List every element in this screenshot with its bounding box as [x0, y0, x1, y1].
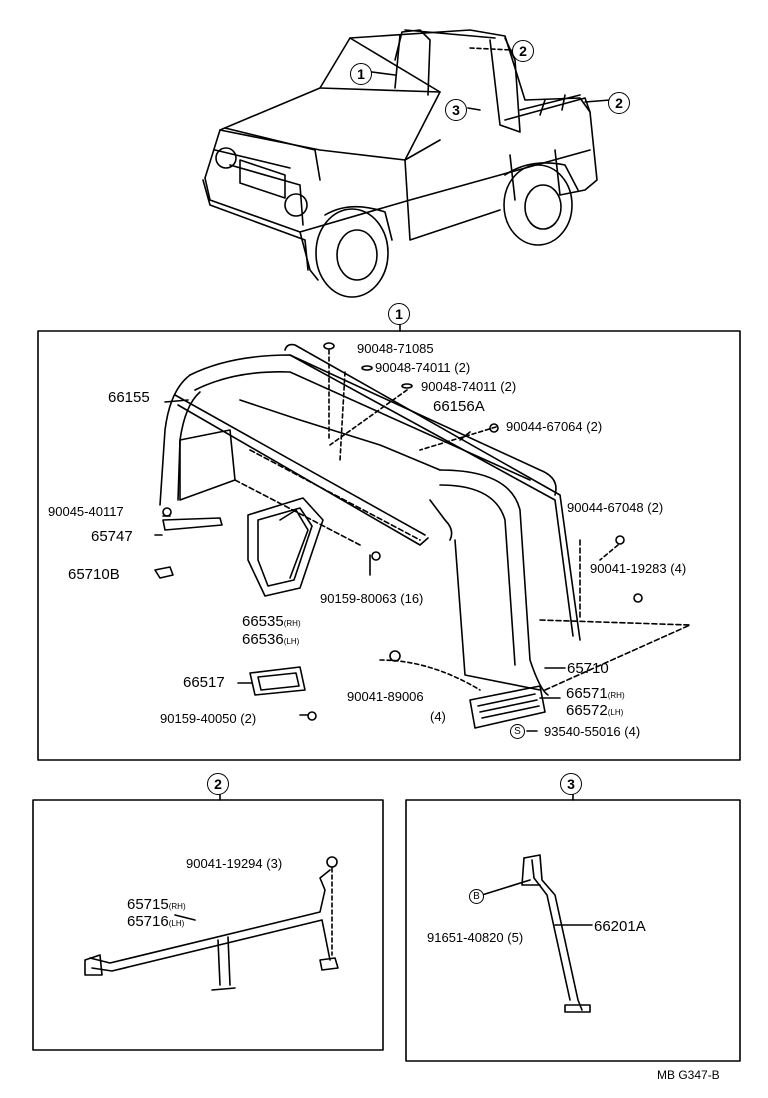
section1-frame [37, 330, 741, 761]
part-66517: 66517 [183, 674, 225, 691]
part-66571: 66571(RH) [566, 686, 625, 701]
rear-fender-panel [154, 343, 691, 732]
quantity: (3) [266, 856, 283, 871]
section2-callout: 2 [207, 773, 229, 795]
part-90048-74011-a: 90048-74011 (2) [375, 361, 470, 374]
quantity: (4) [624, 724, 641, 739]
part-91651-40820: 91651-40820 (5) [427, 931, 523, 944]
side-marker: (RH) [607, 691, 625, 700]
callout-3-vehicle: 3 [445, 99, 467, 121]
part-65710B: 65710B [68, 566, 120, 583]
side-marker: (LH) [168, 919, 185, 928]
side-rail-assembly [84, 856, 339, 991]
part-number: 66572 [566, 702, 608, 719]
part-66156A: 66156A [433, 398, 485, 415]
side-marker: (RH) [283, 619, 301, 628]
part-90041-19283: 90041-19283 (4) [590, 562, 686, 575]
part-number: 90159-40050 [160, 711, 237, 726]
quantity: (4) [670, 561, 687, 576]
section2-frame [32, 799, 384, 1051]
part-number: 66535 [242, 613, 284, 630]
part-65747: 65747 [91, 528, 133, 545]
diagram-code: MB G347-B [657, 1068, 720, 1082]
quantity: (2) [240, 711, 257, 726]
part-90048-74011-b: 90048-74011 (2) [421, 380, 516, 393]
part-65715: 65715(RH) [127, 897, 186, 912]
part-66201A: 66201A [594, 918, 646, 935]
part-number: 90159-80063 [320, 591, 397, 606]
quantity: (16) [400, 591, 424, 606]
part-66572: 66572(LH) [566, 703, 623, 718]
part-90045-40117: 90045-40117 [48, 504, 124, 519]
part-90048-71085: 90048-71085 [357, 341, 434, 356]
part-number: 90041-19294 [186, 856, 263, 871]
part-number: 66571 [566, 685, 608, 702]
vehicle-illustration [202, 29, 611, 298]
side-marker: (LH) [283, 637, 300, 646]
callout-b: B [469, 889, 484, 904]
callout-1-vehicle: 1 [350, 63, 372, 85]
quantity: (2) [454, 360, 471, 375]
part-number: 65716 [127, 913, 169, 930]
part-number: 66536 [242, 631, 284, 648]
part-65716: 65716(LH) [127, 914, 184, 929]
part-number: 90044-67048 [567, 500, 644, 515]
quantity: (2) [586, 419, 603, 434]
part-90041-89006: 90041-89006 [347, 689, 424, 704]
quantity: (2) [647, 500, 664, 515]
part-90159-40050: 90159-40050 (2) [160, 712, 256, 725]
part-90044-67064: 90044-67064 (2) [506, 420, 602, 433]
part-number: 90048-74011 [421, 379, 497, 394]
part-number: 90041-19283 [590, 561, 667, 576]
callout-2-vehicle-top: 2 [512, 40, 534, 62]
part-90044-67048: 90044-67048 (2) [567, 501, 663, 514]
callout-s: S [510, 724, 525, 739]
quantity: (2) [500, 379, 517, 394]
side-marker: (LH) [607, 708, 624, 717]
part-66155: 66155 [108, 389, 150, 406]
part-66536: 66536(LH) [242, 632, 299, 647]
part-number: 65715 [127, 896, 169, 913]
quantity: (5) [507, 930, 524, 945]
part-number: 91651-40820 [427, 930, 504, 945]
section1-callout: 1 [388, 303, 410, 325]
part-number: 90044-67064 [506, 419, 583, 434]
part-90041-19294: 90041-19294 (3) [186, 857, 282, 870]
callout-2-vehicle-rear: 2 [608, 92, 630, 114]
part-90159-80063: 90159-80063 (16) [320, 592, 423, 605]
part-66535: 66535(RH) [242, 614, 301, 629]
part-number: 93540-55016 [544, 724, 621, 739]
side-marker: (RH) [168, 902, 186, 911]
section1-hardware [154, 342, 643, 729]
part-90041-89006-qty: (4) [430, 709, 446, 724]
support-brace [481, 854, 593, 1013]
part-number: 90048-74011 [375, 360, 451, 375]
part-93540-55016: 93540-55016 (4) [544, 725, 640, 738]
part-65710: 65710 [567, 660, 609, 677]
section3-callout: 3 [560, 773, 582, 795]
